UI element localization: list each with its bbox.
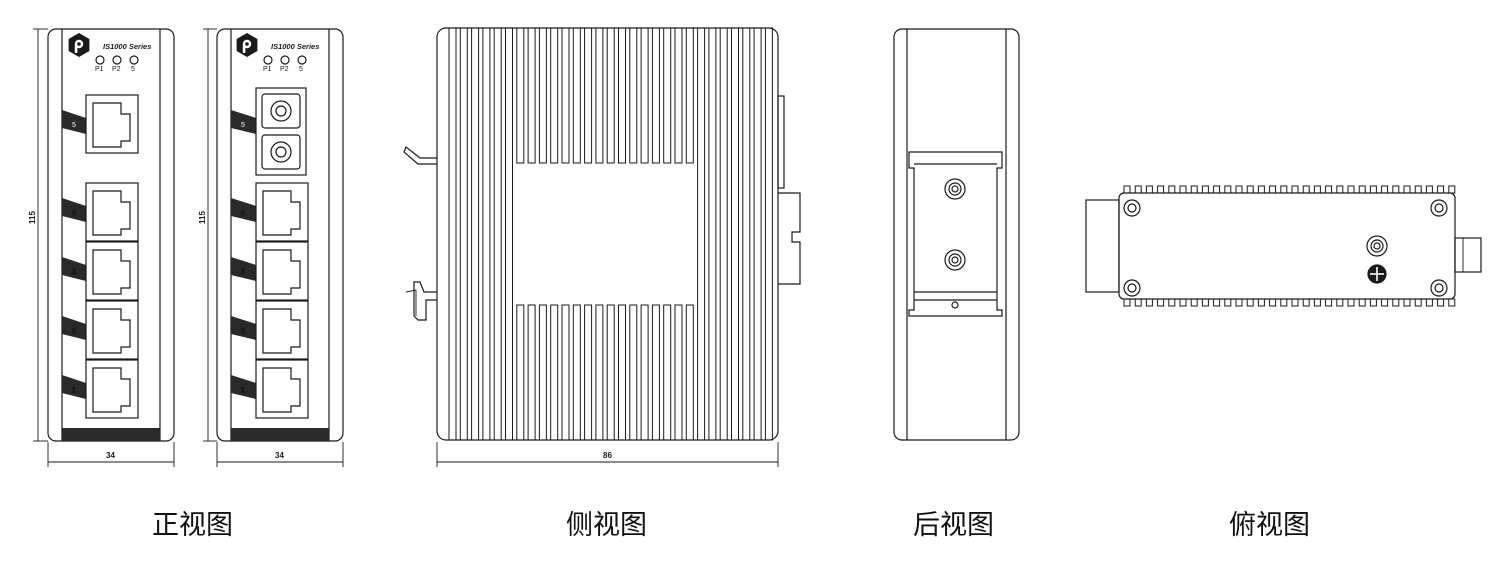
port-5-tab bbox=[231, 110, 256, 134]
brand-logo bbox=[236, 33, 258, 57]
series-label: IS1000 Series bbox=[271, 42, 319, 51]
heatsink-fins bbox=[448, 27, 773, 441]
rj45-port-1 bbox=[231, 359, 309, 419]
led-label-p1: P1 bbox=[95, 66, 104, 73]
brand-logo bbox=[68, 33, 90, 57]
port-label-1: 1 bbox=[72, 387, 76, 394]
port-label-4: 4 bbox=[241, 210, 245, 217]
width-dimension bbox=[216, 442, 344, 467]
port-label-4: 4 bbox=[72, 210, 76, 217]
corner-screw-br bbox=[1430, 279, 1448, 297]
top-edge-notches bbox=[1123, 185, 1456, 307]
top-view bbox=[1085, 185, 1482, 307]
led-label-p2: P2 bbox=[280, 66, 289, 73]
caption-top-view: 俯视图 bbox=[1229, 510, 1310, 541]
height-dim-label: 115 bbox=[198, 211, 207, 224]
led-p2 bbox=[112, 55, 122, 65]
mounting-screw bbox=[1366, 235, 1388, 257]
height-dimension bbox=[203, 28, 217, 442]
led-label-p2: P2 bbox=[112, 66, 121, 73]
ground-icon bbox=[1367, 264, 1387, 284]
front-view-unit-rj45: IS1000 Series P1 P2 5 5 4 3 2 bbox=[28, 28, 175, 467]
din-clip-bottom bbox=[413, 281, 437, 321]
port-label-3: 3 bbox=[72, 269, 76, 276]
led-p1 bbox=[263, 55, 273, 65]
port-label-1: 1 bbox=[241, 387, 245, 394]
width-dimension bbox=[47, 442, 175, 467]
rj45-port-3 bbox=[62, 241, 139, 301]
din-rail-plate bbox=[908, 151, 1003, 317]
rj45-port-2 bbox=[231, 300, 309, 360]
top-right-connector bbox=[1454, 237, 1482, 273]
port-label-5: 5 bbox=[241, 122, 245, 129]
led-5 bbox=[129, 55, 139, 65]
rj45-port-4 bbox=[231, 182, 309, 242]
rj45-port-2 bbox=[62, 300, 139, 360]
din-screw-bottom bbox=[944, 249, 966, 271]
sc-fiber-port-5 bbox=[255, 87, 307, 176]
corner-screw-bl bbox=[1123, 279, 1141, 297]
port-label-3: 3 bbox=[241, 269, 245, 276]
port-label-2: 2 bbox=[241, 328, 245, 335]
right-connector bbox=[778, 192, 801, 285]
led-label-5: 5 bbox=[131, 66, 135, 73]
port-label-5: 5 bbox=[72, 122, 76, 129]
din-screw-top bbox=[944, 178, 966, 200]
port-label-2: 2 bbox=[72, 328, 76, 335]
front-view-unit-fiber: IS1000 Series P1 P2 5 5 4 3 bbox=[198, 28, 344, 467]
width-dim-label: 34 bbox=[275, 451, 284, 460]
led-p1 bbox=[95, 55, 105, 65]
din-clip-top bbox=[403, 146, 437, 165]
height-dim-label: 115 bbox=[28, 211, 37, 224]
din-hole bbox=[951, 301, 959, 309]
rj45-port-1 bbox=[62, 359, 139, 419]
width-dim-label: 34 bbox=[106, 451, 115, 460]
port-5-tab bbox=[62, 110, 86, 134]
height-dimension bbox=[33, 28, 48, 442]
front-b-bottom-band bbox=[231, 428, 329, 441]
depth-dim-label: 86 bbox=[603, 451, 612, 460]
corner-screw-tl bbox=[1123, 199, 1141, 217]
caption-back-view: 后视图 bbox=[913, 510, 994, 541]
rj45-port-3 bbox=[231, 241, 309, 301]
led-p2 bbox=[280, 55, 290, 65]
front-a-bottom-band bbox=[62, 428, 160, 441]
back-view bbox=[893, 28, 1020, 441]
led-label-5: 5 bbox=[299, 66, 303, 73]
led-5 bbox=[297, 55, 307, 65]
rj45-port-5 bbox=[85, 94, 139, 154]
series-label: IS1000 Series bbox=[103, 42, 151, 51]
side-view: 86 bbox=[403, 27, 801, 467]
top-left-connector bbox=[1085, 199, 1120, 293]
depth-dimension bbox=[436, 442, 779, 467]
caption-front-view: 正视图 bbox=[152, 510, 233, 541]
corner-screw-tr bbox=[1430, 199, 1448, 217]
led-label-p1: P1 bbox=[263, 66, 272, 73]
rj45-port-4 bbox=[62, 182, 139, 242]
back-housing bbox=[893, 28, 1020, 441]
caption-side-view: 侧视图 bbox=[566, 510, 647, 541]
right-connector-top bbox=[777, 95, 785, 189]
top-housing bbox=[1118, 192, 1456, 300]
